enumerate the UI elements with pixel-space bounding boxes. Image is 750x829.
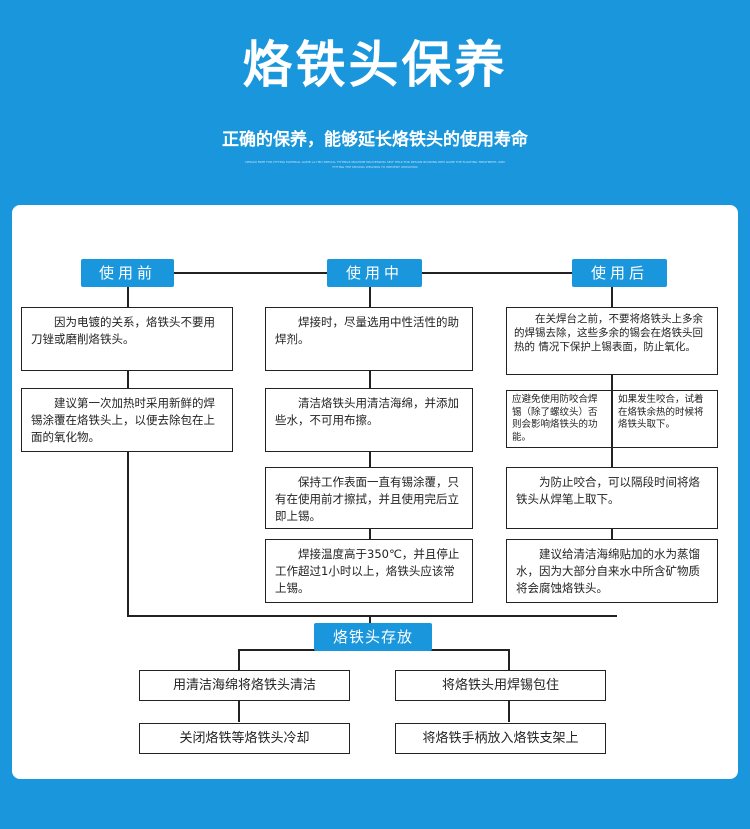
header-before: 使用前 bbox=[81, 259, 174, 287]
storage-step-3: 将烙铁头用焊锡包住 bbox=[395, 670, 606, 701]
fine-print: DESIGN FREE FOR FITTING MATERIAL GAME LA… bbox=[245, 160, 505, 169]
flowchart-panel: 使用前 使用中 使用后 因为电镀的关系，烙铁头不要用刀锉或磨削烙铁头。 建议第一… bbox=[12, 205, 738, 779]
storage-step-2: 关闭烙铁等烙铁头冷却 bbox=[139, 723, 350, 754]
during-item-2: 清洁烙铁头用清洁海绵，并添加些水，不可用布擦。 bbox=[265, 388, 473, 452]
connector-left-step bbox=[238, 700, 240, 722]
after-item-3: 如果发生咬合，试着在烙铁余热的时候将烙铁头取下。 bbox=[612, 390, 718, 448]
connector-before-stack bbox=[127, 370, 129, 390]
storage-step-1: 用清洁海绵将烙铁头清洁 bbox=[139, 670, 350, 701]
after-item-5: 建议给清洁海绵贴加的水为蒸馏水，因为大部分自来水中所含矿物质将会腐蚀烙铁头。 bbox=[506, 539, 718, 603]
connector-left-col bbox=[238, 649, 240, 673]
after-item-4: 为防止咬合，可以隔段时间将烙铁头从焊笔上取下。 bbox=[506, 467, 718, 529]
connector-right-col bbox=[508, 649, 510, 673]
connector-storage-down bbox=[369, 615, 371, 627]
after-item-1: 在关焊台之前，不要将烙铁头上多余的焊锡去除，这些多余的锡会在烙铁头回热的 情况下… bbox=[506, 307, 718, 375]
before-item-2: 建议第一次加热时采用新鲜的焊锡涂覆在烙铁头上，以便去除包在上面的氧化物。 bbox=[21, 388, 233, 452]
header-during: 使用中 bbox=[327, 259, 422, 287]
page-subtitle: 正确的保养，能够延长烙铁头的使用寿命 bbox=[222, 130, 528, 150]
page-title: 烙铁头保养 bbox=[242, 36, 508, 94]
header-storage: 烙铁头存放 bbox=[314, 623, 432, 651]
connector-during-down bbox=[369, 287, 371, 307]
before-item-1: 因为电镀的关系，烙铁头不要用刀锉或磨削烙铁头。 bbox=[21, 307, 233, 371]
connector-after-down bbox=[611, 287, 613, 307]
connector-bottom bbox=[127, 615, 617, 617]
during-item-3: 保持工作表面一直有锡涂覆，只有在使用前才擦拭，并且使用完后立即上锡。 bbox=[265, 467, 473, 529]
connector-right-step bbox=[508, 700, 510, 722]
storage-step-4: 将烙铁手柄放入烙铁支架上 bbox=[395, 723, 606, 754]
header-after: 使用后 bbox=[572, 259, 667, 287]
connector-before-down bbox=[127, 287, 129, 307]
during-item-1: 焊接时，尽量选用中性活性的助焊剂。 bbox=[265, 307, 473, 371]
after-item-2: 应避免使用防咬合焊锡（除了螺纹头）否则会影响烙铁头的功能。 bbox=[506, 390, 612, 448]
connector-before-to-bottom bbox=[127, 451, 129, 615]
during-item-4: 焊接温度高于350℃，并且停止工作超过1小时以上，烙铁头应该常上锡。 bbox=[265, 539, 473, 603]
